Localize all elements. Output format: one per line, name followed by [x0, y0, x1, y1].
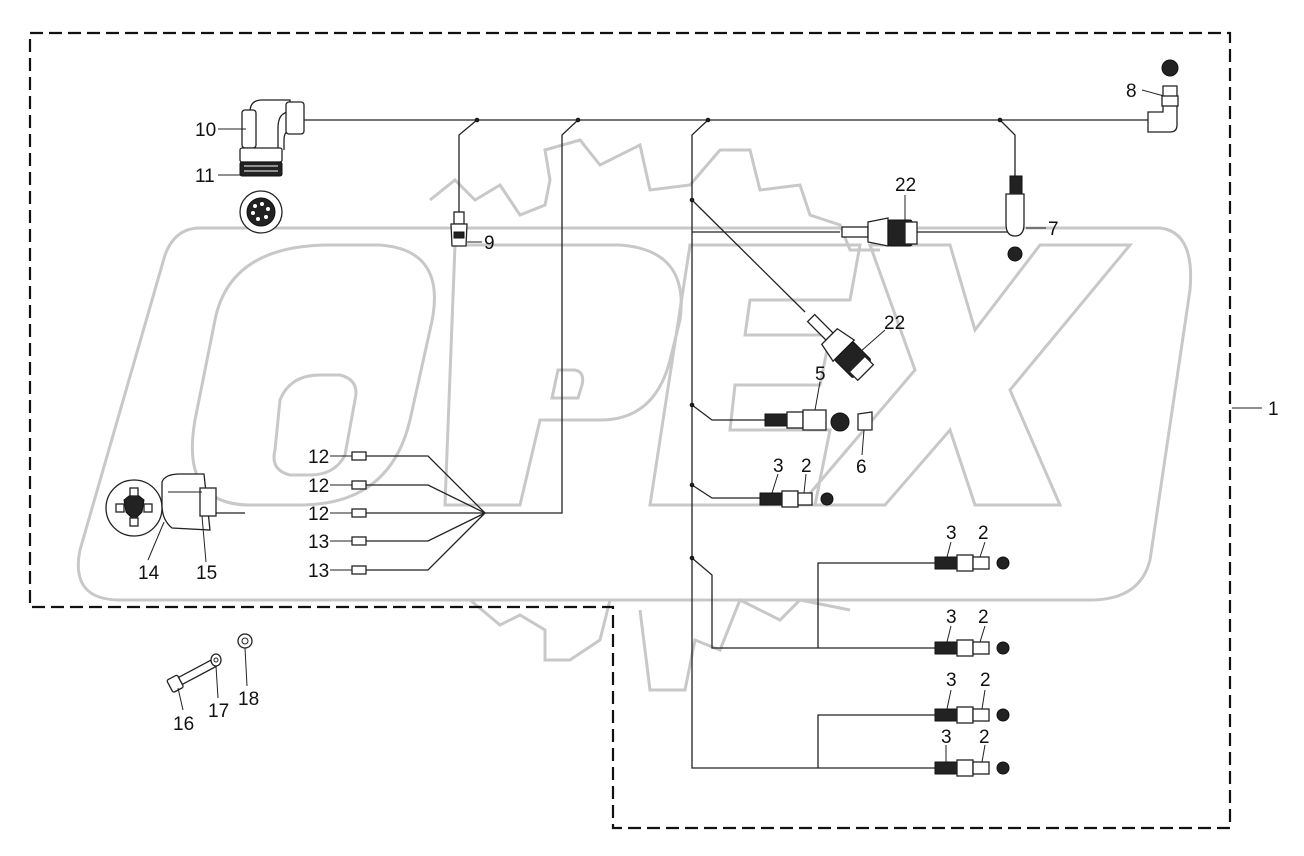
callout-labels: 1 10 11 9 8 7 22 22 5 6 3 2 3 2 3 2 3 2 …: [138, 81, 1279, 748]
connector-face-icon: [239, 190, 283, 234]
connector-3-2-group-4: [934, 706, 1010, 724]
plug-6-icon: [857, 411, 873, 431]
elbow-fitting-8-icon: [1147, 59, 1179, 133]
kit-boundary: [28, 31, 1232, 830]
label-3-g1: 3: [773, 456, 784, 477]
label-3-g5: 3: [941, 727, 952, 748]
label-2-g5: 2: [979, 727, 990, 748]
label-6: 6: [856, 457, 867, 478]
elbow-connector-icon: [239, 99, 305, 177]
harness-wires: [215, 117, 1148, 769]
label-12-b: 12: [308, 476, 329, 497]
leader-lines: [147, 89, 1165, 763]
connector-22-lower-icon: [806, 313, 875, 382]
washer-17-icon: [210, 653, 222, 667]
label-2-g1: 2: [801, 456, 812, 477]
connector-7-icon: [1005, 175, 1025, 262]
connector-3-2-group-3: [934, 639, 1010, 657]
label-15: 15: [196, 563, 217, 584]
label-2-g4: 2: [980, 670, 991, 691]
label-12-a: 12: [308, 447, 329, 468]
label-3-g2: 3: [946, 523, 957, 544]
label-11: 11: [195, 166, 215, 187]
connector-3-2-group-1: [759, 490, 834, 508]
label-7: 7: [1048, 219, 1059, 240]
label-16: 16: [173, 714, 194, 735]
label-13-a: 13: [308, 532, 329, 553]
label-14: 14: [138, 563, 160, 584]
connector-3-2-group-5: [934, 759, 1010, 777]
bolt-16-icon: [166, 658, 217, 693]
label-12-c: 12: [308, 504, 329, 525]
label-22-upper: 22: [895, 175, 916, 196]
label-17: 17: [208, 701, 229, 722]
connector-22-upper-icon: [841, 217, 918, 247]
socket-housing-icon: [161, 473, 217, 531]
socket-face-icon: [105, 479, 163, 537]
label-2-g2: 2: [978, 523, 989, 544]
label-13-b: 13: [308, 561, 329, 582]
label-22-lower: 22: [884, 313, 905, 334]
label-3-g4: 3: [946, 670, 957, 691]
label-3-g3: 3: [946, 607, 957, 628]
nut-18-icon: [237, 633, 253, 649]
connector-3-2-group-2: [934, 554, 1010, 572]
connector-5-icon: [764, 409, 850, 432]
label-2-g3: 2: [978, 607, 989, 628]
label-9: 9: [484, 233, 495, 254]
label-1: 1: [1268, 399, 1279, 420]
label-5: 5: [815, 364, 826, 385]
label-10: 10: [195, 120, 216, 141]
connector-9-icon: [450, 211, 468, 247]
label-18: 18: [238, 689, 259, 710]
terminals-12-13: [351, 451, 367, 575]
label-8: 8: [1126, 81, 1137, 102]
